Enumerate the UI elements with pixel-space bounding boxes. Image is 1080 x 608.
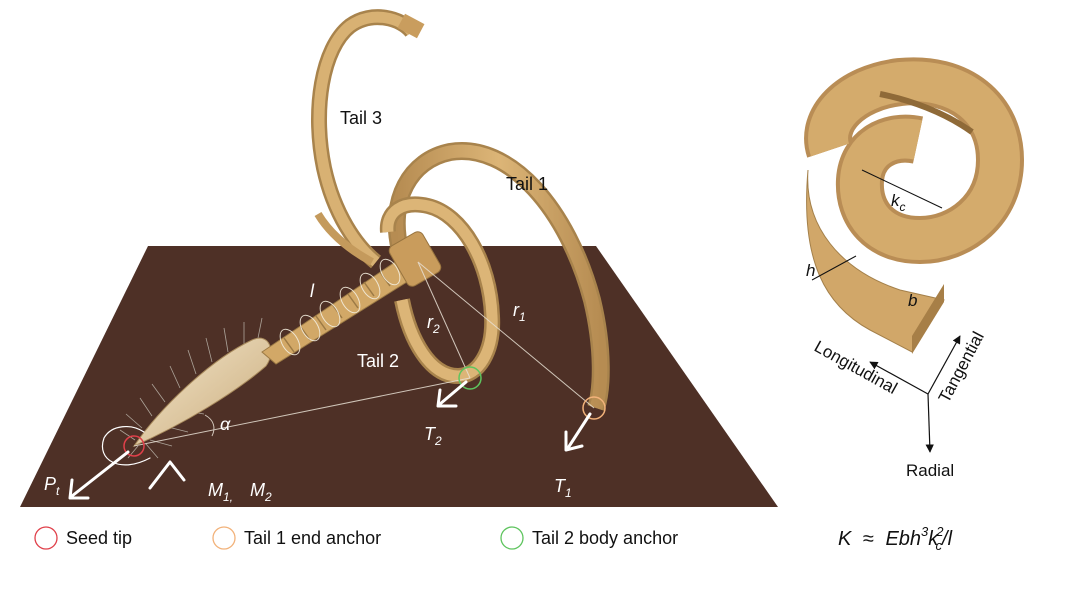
label-r1: r1: [513, 300, 526, 324]
label-b: b: [908, 291, 917, 310]
label-tail-3: Tail 3: [340, 108, 382, 128]
label-l: l: [310, 281, 315, 301]
label-M2: M2: [250, 480, 272, 504]
label-tail-2: Tail 2: [357, 351, 399, 371]
seed-tip-swatch: [34, 526, 58, 550]
label-M1: M1,: [208, 480, 233, 504]
label-alpha: α: [220, 414, 231, 434]
seed-body: [132, 337, 272, 448]
tail-2: [379, 196, 501, 385]
kc-dimension: [861, 169, 943, 209]
coiled-strip: kc h b: [804, 57, 1025, 354]
legend-item-tail-2-body-anchor: Tail 2 body anchor: [500, 526, 678, 550]
label-kc: kc: [891, 191, 906, 214]
construction-lines: [133, 261, 595, 447]
tail-2-body-anchor: [458, 366, 482, 390]
legend-item-seed-tip: Seed tip: [34, 526, 132, 550]
legend: Seed tip Tail 1 end anchor Tail 2 body a…: [34, 526, 678, 550]
tail-2-body-anchor-swatch: [500, 526, 524, 550]
label-r2: r2: [427, 312, 440, 336]
label-T1: T1: [554, 476, 572, 500]
label-longitudinal: Longitudinal: [811, 337, 900, 398]
tail-3: [311, 9, 425, 269]
label-radial: Radial: [906, 461, 954, 480]
tail-1-end-anchor: [582, 396, 606, 420]
awn-shaft: [261, 231, 442, 365]
legend-item-tail-1-end-anchor: Tail 1 end anchor: [212, 526, 381, 550]
label-Pt: Pt: [44, 474, 60, 498]
h-dimension: [811, 255, 857, 281]
tail-1-end-anchor-swatch: [212, 526, 236, 550]
axes-triad: Longitudinal Tangential Radial: [811, 329, 988, 480]
seed-tip-anchor: [123, 435, 145, 457]
label-T2: T2: [424, 424, 442, 448]
label-h: h: [806, 261, 815, 280]
legend-label: Tail 2 body anchor: [532, 528, 678, 548]
force-arrows: [68, 380, 592, 500]
legend-label: Tail 1 end anchor: [244, 528, 381, 548]
tail-1: [387, 142, 610, 411]
label-tail-1: Tail 1: [506, 174, 548, 194]
legend-label: Seed tip: [66, 528, 132, 548]
ground-labels: l r2 r1 Tail 2 α T2 T1 Pt M1, M2: [44, 281, 572, 504]
